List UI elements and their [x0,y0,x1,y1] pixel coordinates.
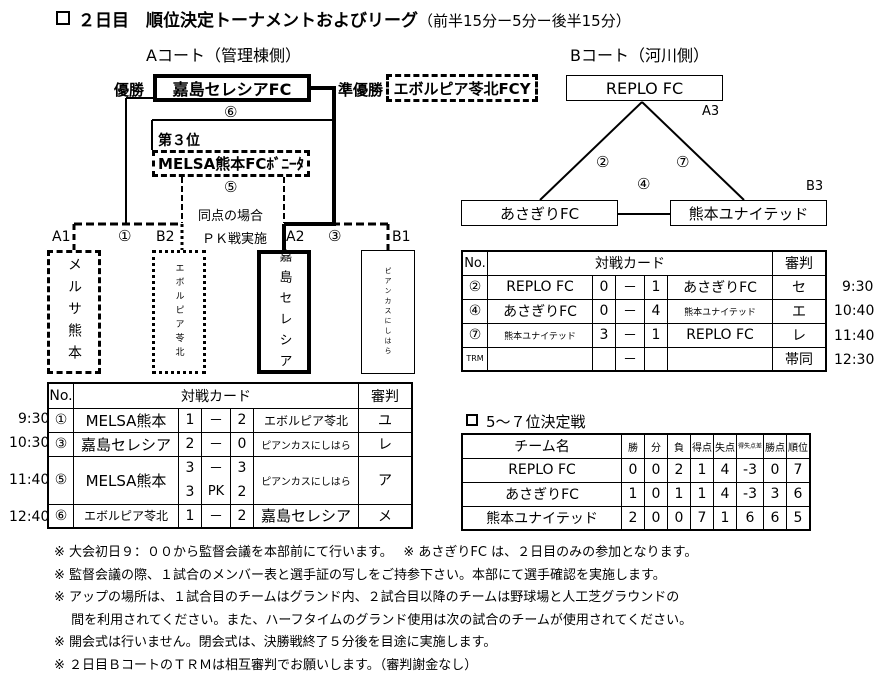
match-3-label: ③ [328,227,342,245]
table-row: TRM － 帯同 [461,346,827,372]
slot-b2: B2 [156,229,175,245]
league-heading: 5～７位決定戦 [466,411,586,432]
col-no: No. [47,382,74,409]
third-place-team: MELSA熊本FCﾎﾞﾆｰﾀ [152,150,310,177]
slot-b3: B3 [806,179,824,194]
court-b-team-left: あさぎりFC [461,200,618,226]
third-place-label: 第３位 [158,133,200,149]
time-b-4: 10:40 [834,303,875,319]
court-a-match-table: No. 対戦カード 審判 ① MELSA熊本 1 － 2 エボルピア苓北 ユ ③… [47,382,413,529]
team-box-a1: メルサ熊本 [47,250,101,374]
note-line: ※ 大会初日９：００から監督会議を本部前にて行います。 ※ あさぎりFC は、２… [54,545,698,560]
pk-note-line1: 同点の場合 [198,209,264,224]
match-4-label: ④ [637,175,651,193]
note-line: ※ 開会式は行いません。閉会式は、決勝戦終了５分後を目途に実施します。 [54,635,497,650]
slot-b1: B1 [392,229,411,245]
note-line: ※ ２日目ＢコートのＴＲＭは相互審判でお願いします。（審判謝金なし） [54,657,478,673]
winner-label: 優勝 [114,81,145,99]
page-title: ２日目 順位決定トーナメントおよびリーグ（前半15分ー5分ー後半15分） [56,6,631,31]
match-1-label: ① [118,227,132,245]
time-b-2: 9:30 [842,279,874,295]
col-referee: 審判 [358,382,413,409]
winner-team: 嘉島セレシアFC [153,74,311,102]
time-a-5: 11:40 [9,472,50,488]
team-box-b2: エボルピア苓北 [152,250,206,374]
table-row: ② REPLO FC 0 － 1 あさぎりFC セ [461,274,827,300]
notes-section: ※ 大会初日９：００から監督会議を本部前にて行います。 ※ あさぎりFC は、２… [54,542,697,677]
table-row: ③ 嘉島セレシア 2 － 0 ピアンカスにしはら レ [47,431,413,457]
table-row: ④ あさぎりFC 0 － 4 熊本ユナイテッド エ [461,298,827,324]
match-5-label: ⑤ [224,178,238,196]
pk-note-line2: ＰＫ戦実施 [202,232,268,247]
col-referee: 審判 [772,250,827,276]
note-line: ※ アップの場所は、１試合目のチームはグランド内、２試合目以降のチームは野球場と… [54,590,680,605]
table-row-pk: 3 PK 2 [48,480,412,505]
runner-up-team: エボルピア苓北FCY [386,74,538,102]
match-6-label: ⑥ [224,103,238,121]
runner-up-label: 準優勝 [338,81,384,99]
match-7-label: ⑦ [676,153,690,171]
col-no: No. [461,250,488,276]
court-a-heading: Aコート（管理棟側） [146,46,301,65]
slot-a1: A1 [52,229,71,245]
court-b-match-table: No. 対戦カード 審判 ② REPLO FC 0 － 1 あさぎりFC セ ④… [461,250,827,372]
page-subtitle: （前半15分ー5分ー後半15分） [418,12,631,30]
court-b-team-right: 熊本ユナイテッド [670,200,827,226]
court-b-heading: Bコート（河川側） [570,46,709,65]
checkbox-square-icon [56,11,70,25]
col-match-card: 対戦カード [73,382,359,409]
team-box-b1: ピアンカスにしはら [361,250,415,374]
time-b-7: 11:40 [834,328,875,344]
slot-a2: A2 [286,229,305,245]
time-a-6: 12:40 [9,509,50,525]
time-b-trm: 12:30 [834,352,875,368]
table-row: ⑦ 熊本ユナイテッド 3 － 1 REPLO FC レ [461,322,827,348]
court-b-team-top: REPLO FC [566,75,723,101]
checkbox-square-icon [466,414,478,426]
slot-a3: A3 [702,104,720,119]
time-a-3: 10:30 [9,435,50,451]
league-header-row: チーム名 勝 分 負 得点 失点 得失点差 勝点 順位 [461,433,811,459]
table-row: ⑤ MELSA熊本 3 － 3 ピアンカスにしはら ア [47,455,413,505]
table-row: ① MELSA熊本 1 － 2 エボルピア苓北 ユ [47,407,413,433]
note-line: 間を利用されてください。また、ハーフタイムのグランド使用は次の試合のチームが使用… [54,612,693,628]
col-match-card: 対戦カード [487,250,773,276]
time-a-1: 9:30 [18,411,50,427]
match-2-label: ② [596,153,610,171]
table-row: ⑥ エボルピア苓北 1 － 2 嘉島セレシア メ [47,503,413,529]
team-box-a2: 嘉島セレシア [257,249,311,375]
note-line: ※ 監督会議の際、１試合のメンバー表と選手証の写しをご持参下さい。本部にて選手確… [54,567,666,583]
